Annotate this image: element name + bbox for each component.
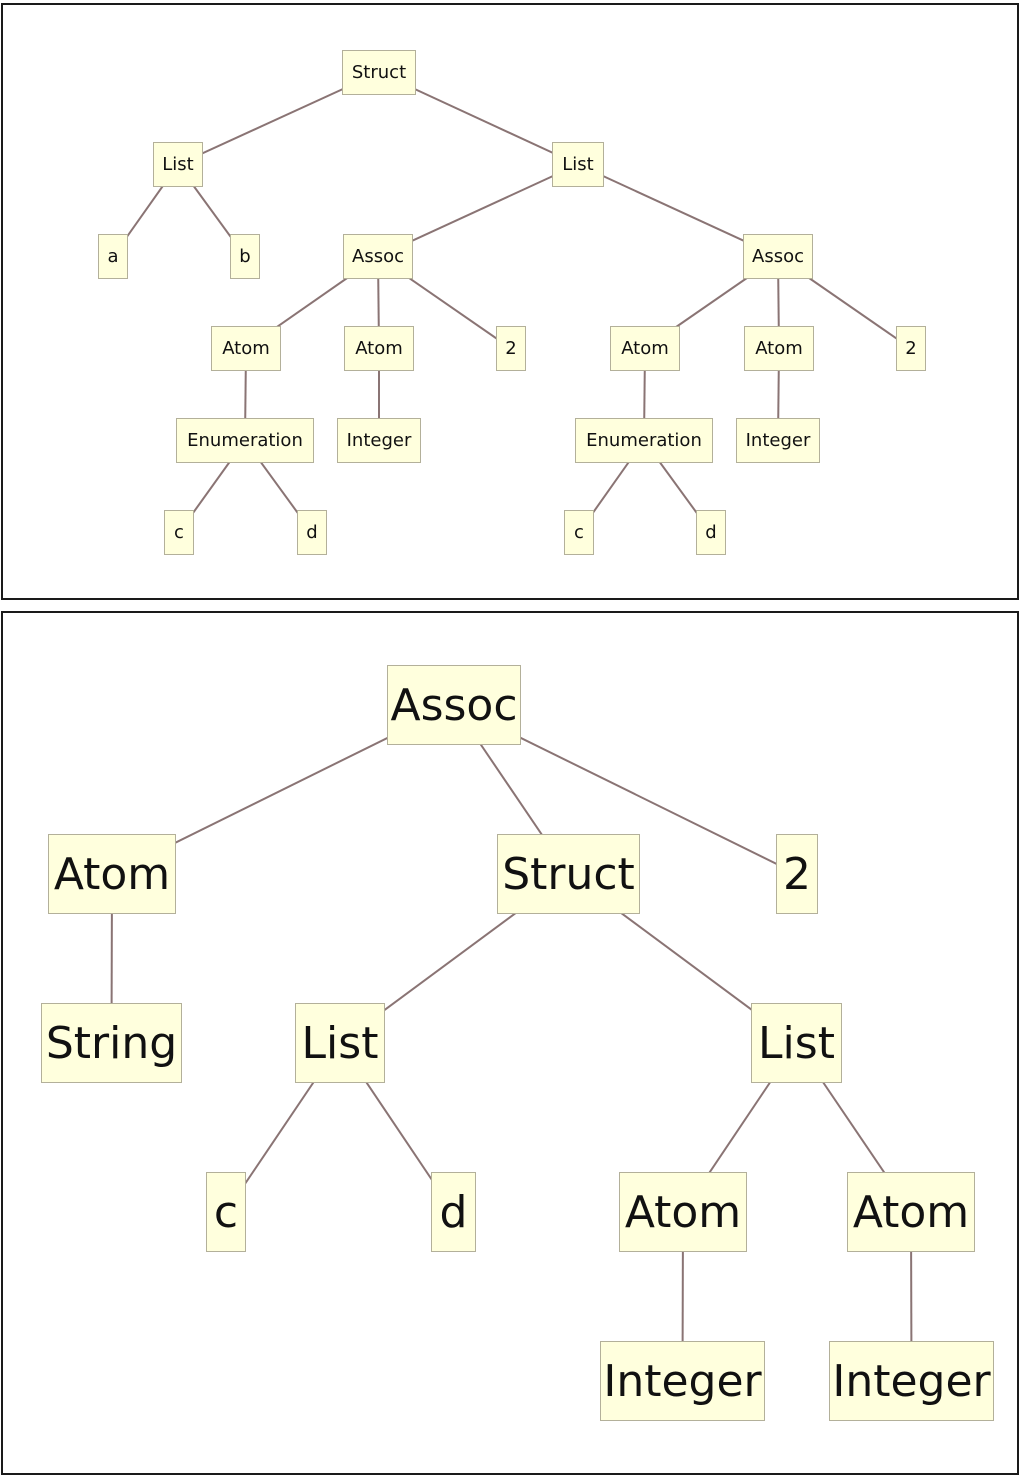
tree-node-list: List	[751, 1003, 842, 1083]
tree-node-d: d	[297, 510, 327, 555]
tree-node-list: List	[552, 142, 604, 187]
tree-1-edges	[112, 71, 912, 534]
tree-node-list: List	[153, 142, 203, 187]
tree-node-enumeration: Enumeration	[575, 418, 713, 463]
tree-node-c: c	[206, 1172, 246, 1252]
tree-node-integer: Integer	[736, 418, 820, 463]
tree-node-integer: Integer	[337, 418, 421, 463]
tree-node-d: d	[431, 1172, 476, 1252]
tree-node-atom: Atom	[610, 326, 680, 371]
tree-node-atom: Atom	[344, 326, 414, 371]
tree-node-atom: Atom	[619, 1172, 747, 1252]
tree-node-c: c	[164, 510, 194, 555]
tree-node-enumeration: Enumeration	[176, 418, 314, 463]
tree-node-atom: Atom	[211, 326, 281, 371]
tree-node-2: 2	[776, 834, 818, 914]
tree-node-b: b	[230, 234, 260, 279]
tree-node-atom: Atom	[48, 834, 176, 914]
tree-node-2: 2	[896, 326, 926, 371]
tree-node-integer: Integer	[829, 1341, 994, 1421]
tree-node-c: c	[564, 510, 594, 555]
tree-node-2: 2	[496, 326, 526, 371]
tree-node-list: List	[295, 1003, 385, 1083]
tree-node-assoc: Assoc	[743, 234, 813, 279]
tree-node-assoc: Assoc	[387, 665, 521, 745]
tree-node-struct: Struct	[497, 834, 640, 914]
tree-node-a: a	[98, 234, 128, 279]
tree-node-struct: Struct	[342, 50, 416, 95]
tree-node-integer: Integer	[600, 1341, 765, 1421]
tree-node-assoc: Assoc	[343, 234, 413, 279]
tree-node-atom: Atom	[847, 1172, 975, 1252]
tree-node-string: String	[41, 1003, 182, 1083]
tree-node-d: d	[696, 510, 726, 555]
tree-node-atom: Atom	[744, 326, 814, 371]
